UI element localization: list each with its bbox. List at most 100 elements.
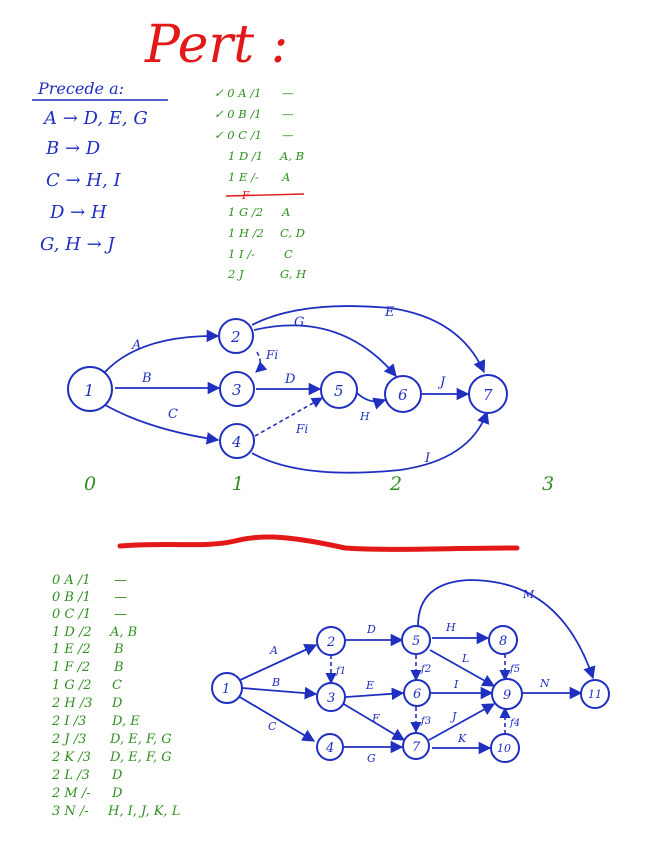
table-row-deps: D — [111, 786, 123, 801]
node-label: 9 — [503, 688, 511, 703]
table-row: 2 M /- — [51, 786, 91, 801]
table-row-deps: D, E, F, G — [109, 732, 172, 747]
edge-label: B — [141, 371, 152, 386]
edge-label: C — [168, 407, 178, 422]
table-row: 0 B /1 — [52, 590, 91, 605]
edge-label: L — [461, 652, 469, 665]
level-row: 0 1 2 3 — [84, 473, 554, 495]
table-row: 2 K /3 — [51, 750, 91, 765]
node-6 — [403, 679, 431, 707]
edge-label: f5 — [509, 664, 520, 675]
table-row-deps: A, B — [279, 149, 304, 163]
node-6 — [384, 375, 422, 413]
table-row-deps: A — [281, 170, 290, 184]
table-row: 1 E /- — [228, 170, 259, 184]
pert-graph-1: 1 2 3 5 6 7 4 A B C D E G Fi Fi H J I — [67, 305, 508, 474]
table-row-deps: C, D — [280, 226, 305, 240]
edge-F — [341, 702, 406, 741]
level-number: 3 — [542, 473, 554, 495]
activity-table-2: 0 A /1 — 0 B /1 — 0 C /1 — 1 D /2 A, B 1… — [51, 573, 180, 819]
edge-I — [251, 410, 490, 474]
node-label: 10 — [497, 742, 511, 755]
precede-rule: A → D, E, G — [42, 108, 148, 129]
edge-label: H — [445, 621, 456, 634]
edge-label: Fi — [265, 348, 278, 362]
table-row-deps: — — [282, 128, 294, 142]
node-10 — [490, 733, 520, 763]
node-1 — [67, 366, 113, 412]
node-label: 2 — [230, 328, 241, 346]
table-row: 0 C /1 — [52, 607, 91, 622]
edge-label: D — [284, 372, 296, 387]
node-label: 5 — [412, 634, 420, 649]
edge-A — [237, 644, 318, 682]
edge-J — [428, 703, 496, 741]
edge-label: C — [268, 720, 277, 733]
node-2 — [316, 626, 346, 656]
node-4 — [219, 423, 255, 459]
edge-label: Fi — [295, 422, 308, 436]
node-label: 1 — [84, 381, 94, 400]
node-11 — [580, 679, 610, 709]
table-row-deps: — — [114, 607, 127, 622]
edge-label: f2 — [420, 664, 431, 675]
node-label: 4 — [231, 433, 242, 451]
node-7 — [468, 374, 508, 414]
table-row: 1 E /2 — [52, 642, 91, 657]
level-number: 0 — [84, 473, 96, 495]
edge-E — [345, 687, 405, 701]
table-row: ✓ 0 A /1 — [214, 86, 261, 100]
table-row-deps: — — [282, 107, 294, 121]
node-label: 3 — [232, 381, 242, 399]
table-row: ✓ 0 B /1 — [214, 107, 262, 121]
edge-L — [429, 649, 496, 687]
precede-rule: G, H → J — [40, 234, 116, 255]
edge-C — [104, 404, 220, 445]
edge-label: F — [371, 712, 380, 725]
node-label: 3 — [327, 691, 335, 706]
node-8 — [488, 625, 518, 655]
edge-label: G — [367, 752, 376, 765]
table-row: 2 J — [227, 267, 245, 281]
node-9 — [491, 678, 523, 710]
table-row: 1 I /- — [228, 247, 255, 261]
table-row-deps: D, E — [111, 714, 140, 729]
edge-G — [253, 324, 397, 377]
edge-label: f1 — [335, 666, 346, 677]
edge-label: A — [269, 644, 278, 657]
activity-table-1: ✓ 0 A /1 — ✓ 0 B /1 — ✓ 0 C /1 — 1 D /1 … — [214, 86, 307, 281]
node-label: 5 — [334, 382, 344, 400]
precede-rule: B → D — [45, 138, 101, 159]
edge-H — [356, 392, 387, 410]
edge-C — [237, 695, 316, 742]
separator-squiggle — [117, 534, 520, 552]
node-label: 11 — [588, 688, 602, 701]
level-number: 1 — [232, 473, 244, 495]
edge-Fi-dummy-1 — [255, 351, 268, 373]
table-row-deps: H, I, J, K, L — [107, 804, 180, 819]
precede-heading: Precede a: — [37, 79, 124, 98]
node-label: 2 — [326, 635, 335, 650]
table-row-deps: B — [113, 642, 124, 657]
table-row: 1 H /2 — [228, 226, 264, 240]
precede-rule: D → H — [49, 202, 107, 223]
table-row: 2 H /3 — [51, 696, 93, 711]
edge-label: I — [453, 678, 459, 691]
table-row-deps: — — [114, 573, 127, 588]
table-row: 2 L /3 — [51, 768, 90, 783]
edge-label: D — [366, 623, 376, 636]
table-row-deps: D — [111, 696, 123, 711]
edge-label: J — [437, 375, 446, 390]
table-row-deps: D, E, F, G — [109, 750, 172, 765]
node-label: 4 — [325, 741, 334, 756]
page-title: Pert : — [144, 15, 288, 75]
edge-label: E — [384, 305, 395, 320]
edge-label: I — [424, 451, 431, 466]
table-row-deps: D — [111, 768, 123, 783]
table-row-deps: — — [282, 86, 294, 100]
table-row: 1 D /2 — [52, 625, 92, 640]
node-4 — [316, 733, 344, 761]
table-row: ✓ 0 C /1 — [214, 128, 262, 142]
table-row-deps: A — [281, 205, 290, 219]
